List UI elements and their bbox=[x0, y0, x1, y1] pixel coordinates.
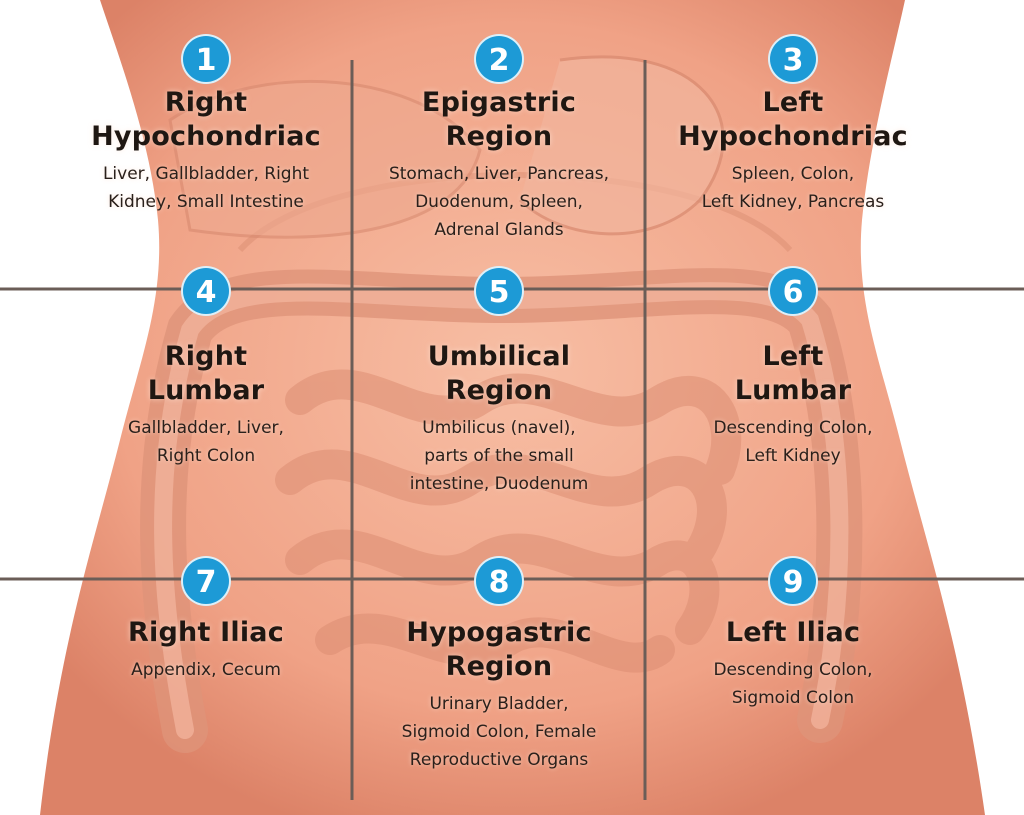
region-name: Epigastric Region bbox=[421, 87, 577, 152]
region-umbilical: 5 Umbilical Region Umbilicus (navel), pa… bbox=[357, 266, 641, 498]
region-hypogastric: 8 Hypogastric Region Urinary Bladder, Si… bbox=[357, 556, 641, 774]
region-left-iliac: 9 Left Iliac Descending Colon, Sigmoid C… bbox=[655, 556, 931, 712]
region-left-hypochondriac: 3 Left Hypochondriac Spleen, Colon, Left… bbox=[655, 34, 931, 216]
region-organs: Descending Colon, Left Kidney bbox=[713, 418, 873, 466]
region-organs: Liver, Gallbladder, Right Kidney, Small … bbox=[102, 164, 310, 212]
region-number-badge: 9 bbox=[768, 556, 818, 606]
region-name: Hypogastric Region bbox=[406, 617, 592, 682]
region-name: Left Iliac bbox=[725, 617, 861, 648]
region-organs: Spleen, Colon, Left Kidney, Pancreas bbox=[701, 164, 885, 212]
region-name: Right Iliac bbox=[128, 617, 284, 648]
region-number-badge: 2 bbox=[474, 34, 524, 84]
stomach-shape bbox=[518, 55, 725, 236]
region-organs: Stomach, Liver, Pancreas, Duodenum, Sple… bbox=[388, 164, 610, 240]
region-number-badge: 6 bbox=[768, 266, 818, 316]
region-number-badge: 8 bbox=[474, 556, 524, 606]
region-organs: Descending Colon, Sigmoid Colon bbox=[713, 660, 873, 708]
region-name: Left Lumbar bbox=[734, 341, 852, 406]
liver-shape bbox=[168, 80, 482, 239]
region-organs: Urinary Bladder, Sigmoid Colon, Female R… bbox=[401, 694, 597, 770]
region-name: Umbilical Region bbox=[427, 341, 571, 406]
region-right-hypochondriac: 1 Right Hypochondriac Liver, Gallbladder… bbox=[72, 34, 340, 216]
region-organs: Appendix, Cecum bbox=[131, 660, 281, 680]
region-organs: Gallbladder, Liver, Right Colon bbox=[128, 418, 284, 466]
region-left-lumbar: 6 Left Lumbar Descending Colon, Left Kid… bbox=[655, 266, 931, 470]
region-right-iliac: 7 Right Iliac Appendix, Cecum bbox=[72, 556, 340, 684]
region-number-badge: 3 bbox=[768, 34, 818, 84]
region-number-badge: 1 bbox=[181, 34, 231, 84]
region-number-badge: 4 bbox=[181, 266, 231, 316]
small-intestine bbox=[275, 369, 742, 673]
region-number-badge: 7 bbox=[181, 556, 231, 606]
region-name: Left Hypochondriac bbox=[678, 87, 908, 152]
region-epigastric: 2 Epigastric Region Stomach, Liver, Panc… bbox=[357, 34, 641, 244]
region-name: Right Lumbar bbox=[147, 341, 265, 406]
region-right-lumbar: 4 Right Lumbar Gallbladder, Liver, Right… bbox=[72, 266, 340, 470]
region-organs: Umbilicus (navel), parts of the small in… bbox=[409, 418, 589, 494]
region-name: Right Hypochondriac bbox=[91, 87, 321, 152]
region-number-badge: 5 bbox=[474, 266, 524, 316]
